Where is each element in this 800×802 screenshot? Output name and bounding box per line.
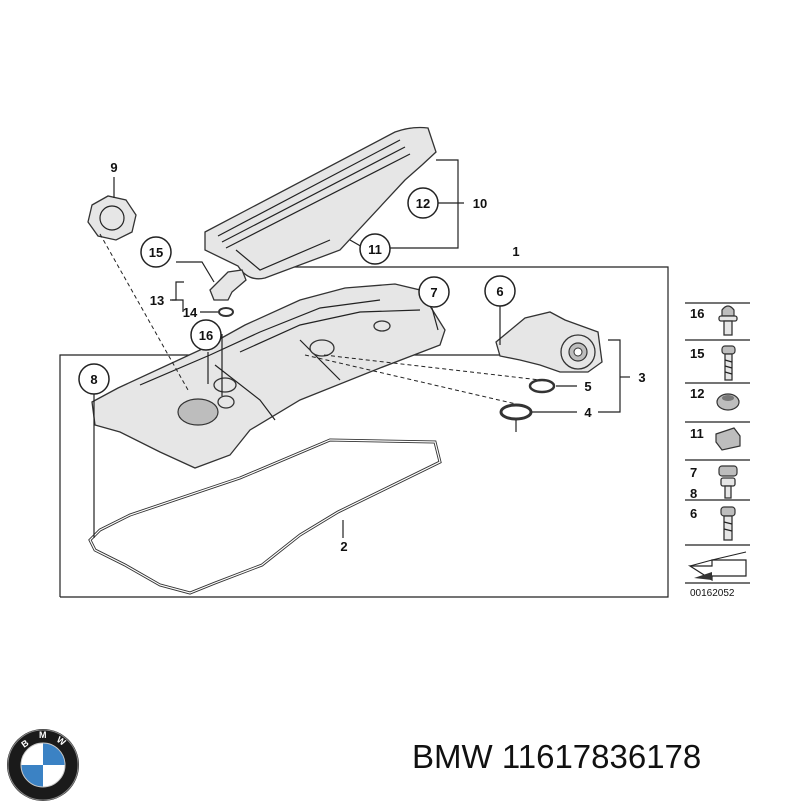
svg-text:4: 4 [584,405,592,420]
logo-quadrant [21,765,43,787]
o-ring-parts [499,378,556,421]
callout-8: 8 [78,363,110,395]
part-caption: BMW 11617836178 [412,738,701,776]
callout-13: 13 [150,293,164,308]
engine-cover-part [204,126,437,280]
gasket-part [88,438,442,595]
callout-9: 9 [110,160,117,175]
callout-12: 12 [407,187,439,219]
svg-text:14: 14 [183,305,198,320]
svg-text:12: 12 [416,196,430,211]
svg-text:9: 9 [110,160,117,175]
callout-14: 14 [183,305,198,320]
callout-5: 5 [584,379,591,394]
svg-text:11: 11 [368,242,382,257]
legend-label: 15 [690,346,704,361]
callout-4: 4 [584,405,592,420]
svg-text:2: 2 [340,539,347,554]
callout-15: 15 [140,236,172,268]
logo-letter: B [19,737,30,749]
svg-text:5: 5 [584,379,591,394]
bmw-roundel-icon: B M W [7,729,79,801]
logo-letter: M [39,730,47,740]
legend-label: 16 [690,306,704,321]
callout-16: 16 [190,319,222,351]
vent-valve-part [495,311,603,373]
svg-text:13: 13 [150,293,164,308]
bolt-7-8-icon [718,465,738,499]
svg-text:15: 15 [149,245,163,260]
svg-text:3: 3 [638,370,645,385]
svg-text:8: 8 [90,372,97,387]
direction-arrow-icon [687,551,747,582]
legend-panel: 16 15 12 11 7 8 6 [685,302,750,599]
bolt-16-icon [718,305,738,336]
callout-10: 10 [473,196,487,211]
callout-1: 1 [512,244,519,259]
filler-cap-part [87,195,137,241]
svg-text:1: 1 [512,244,519,259]
brand-name: BMW [412,738,493,775]
legend-label: 8 [690,486,697,501]
callout-6: 6 [484,275,516,307]
callout-2: 2 [340,539,347,554]
legend-label: 6 [690,506,697,521]
logo-quadrant [43,743,65,765]
legend-label: 11 [690,426,704,441]
exploded-parts-diagram: 9 1 12 10 11 15 13 14 16 7 6 8 3 5 [59,126,750,599]
callout-7: 7 [418,276,450,308]
leader-lines [93,159,630,538]
diagram-code: 00162052 [690,588,735,599]
mount-11-icon [715,427,741,451]
svg-text:6: 6 [496,284,503,299]
screw-15-icon [721,345,736,381]
legend-label: 7 [690,465,697,480]
svg-text:16: 16 [199,328,213,343]
callout-11: 11 [359,233,391,265]
svg-text:7: 7 [430,285,437,300]
grommet-12-icon [716,393,740,411]
legend-label: 12 [690,386,704,401]
screw-6-icon [720,506,736,541]
svg-text:10: 10 [473,196,487,211]
sensor-part [209,269,247,409]
valve-cover-part [91,283,446,469]
callout-3: 3 [638,370,645,385]
part-number: 11617836178 [501,738,702,775]
